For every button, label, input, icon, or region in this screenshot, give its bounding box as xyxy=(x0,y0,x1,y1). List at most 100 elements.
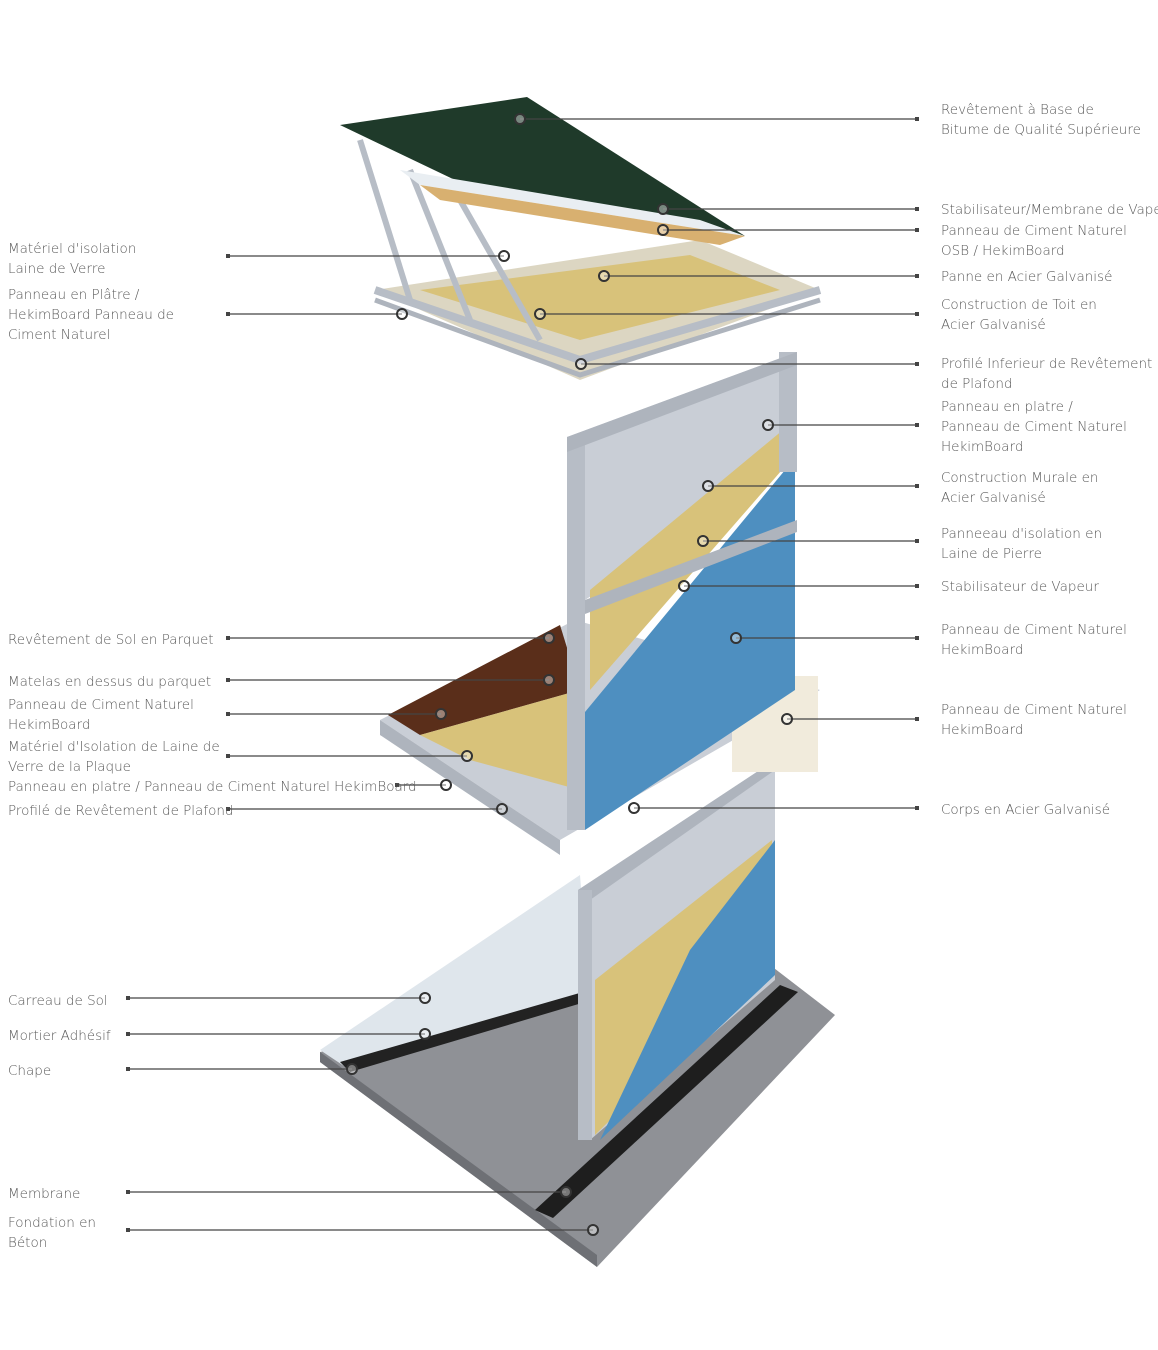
label-line: Profilé Inferieur de Revêtement xyxy=(941,356,1153,372)
leader-end-marker xyxy=(226,754,230,758)
leader-end-marker xyxy=(915,423,919,427)
leader-end-marker xyxy=(915,312,919,316)
leader-end-marker xyxy=(126,1228,130,1232)
right-callout-label: Construction Murale en Acier Galvanisé xyxy=(941,468,1099,508)
callout-point xyxy=(440,779,452,791)
left-callout-label: Matelas en dessus du parquet xyxy=(8,672,211,692)
label-line: Matelas en dessus du parquet xyxy=(8,674,212,690)
adhesive-mortar xyxy=(340,990,592,1072)
callout-point xyxy=(575,358,587,370)
callout-point xyxy=(534,308,546,320)
leader-end-marker xyxy=(915,636,919,640)
leader-end-marker xyxy=(126,1032,130,1036)
callout-point xyxy=(346,1063,358,1075)
label-line: HekimBoard xyxy=(941,642,1024,658)
callout-point xyxy=(657,224,669,236)
label-line: Laine de Verre xyxy=(8,261,106,277)
callout-point xyxy=(560,1186,572,1198)
left-callout-label: Fondation en Béton xyxy=(8,1213,96,1253)
leader-end-marker xyxy=(915,274,919,278)
label-line: Ciment Naturel xyxy=(8,327,111,343)
callout-point xyxy=(419,1028,431,1040)
right-callout-label: Stabilisateur de Vapeur xyxy=(941,577,1099,597)
callout-point xyxy=(678,580,690,592)
callout-point xyxy=(543,632,555,644)
callout-point xyxy=(598,270,610,282)
label-line: Béton xyxy=(8,1235,48,1251)
right-callout-label: Revêtement à Base de Bitume de Qualité Su… xyxy=(941,100,1141,140)
label-line: Acier Galvanisé xyxy=(941,317,1046,333)
leader-end-marker xyxy=(915,207,919,211)
right-callout-label: Panne en Acier Galvanisé xyxy=(941,267,1112,287)
label-line: Carreau de Sol xyxy=(8,993,108,1009)
leader-end-marker xyxy=(226,312,230,316)
floor-tile xyxy=(320,875,590,1070)
leader-end-marker xyxy=(915,117,919,121)
label-line: Stabilisateur de Vapeur xyxy=(941,579,1099,595)
label-line: Panneau de Ciment Naturel xyxy=(941,419,1127,435)
callout-point xyxy=(498,250,510,262)
label-line: Profilé de Revêtement de Plafond xyxy=(8,803,234,819)
leader-end-marker xyxy=(915,362,919,366)
label-line: Stabilisateur/Membrane de Vapeu xyxy=(941,202,1158,218)
right-callout-label: Stabilisateur/Membrane de Vapeu xyxy=(941,200,1158,220)
label-line: Panneau en platre / xyxy=(941,399,1073,415)
label-line: de Plafond xyxy=(941,376,1013,392)
label-line: Verre de la Plaque xyxy=(8,759,131,775)
leader-end-marker xyxy=(126,996,130,1000)
right-callout-label: Profilé Inferieur de Revêtement de Plafon… xyxy=(941,354,1152,394)
leader-end-marker xyxy=(226,712,230,716)
upper-wall xyxy=(567,352,797,830)
left-callout-label: Panneau en platre / Panneau de Ciment Na… xyxy=(8,777,417,797)
callout-point xyxy=(396,308,408,320)
label-line: Panneau de Ciment Naturel xyxy=(941,702,1127,718)
concrete-foundation xyxy=(320,875,835,1267)
label-line: Construction Murale en xyxy=(941,470,1099,486)
leader-end-marker xyxy=(226,254,230,258)
label-line: HekimBoard xyxy=(941,439,1024,455)
left-callout-label: Chape xyxy=(8,1061,51,1081)
label-line: Panne en Acier Galvanisé xyxy=(941,269,1113,285)
left-callout-label: Profilé de Revêtement de Plafond xyxy=(8,801,233,821)
label-line: HekimBoard xyxy=(8,717,91,733)
leader-end-marker xyxy=(395,783,399,787)
callout-point xyxy=(435,708,447,720)
callout-point xyxy=(730,632,742,644)
label-line: Membrane xyxy=(8,1186,81,1202)
label-line: Panneau de Ciment Naturel xyxy=(941,622,1127,638)
lower-wall xyxy=(578,760,775,1140)
callout-point xyxy=(781,713,793,725)
right-callout-label: Panneau en platre / Panneau de Ciment Nat… xyxy=(941,397,1127,457)
left-callout-label: Membrane xyxy=(8,1184,80,1204)
label-line: Chape xyxy=(8,1063,52,1079)
callout-point xyxy=(461,750,473,762)
leader-end-marker xyxy=(915,806,919,810)
left-callout-label: Carreau de Sol xyxy=(8,991,108,1011)
right-callout-label: Corps en Acier Galvanisé xyxy=(941,800,1110,820)
leader-end-marker xyxy=(226,807,230,811)
left-callout-label: Mortier Adhésif xyxy=(8,1026,111,1046)
label-line: Revêtement à Base de xyxy=(941,102,1094,118)
label-line: Acier Galvanisé xyxy=(941,490,1046,506)
leader-end-marker xyxy=(915,539,919,543)
label-line: Panneau en Plâtre / xyxy=(8,287,140,303)
label-line: Matériel d'Isolation de Laine de xyxy=(8,739,220,755)
callout-point xyxy=(496,803,508,815)
callout-point xyxy=(762,419,774,431)
callout-point xyxy=(419,992,431,1004)
label-line: Mortier Adhésif xyxy=(8,1028,111,1044)
label-line: OSB / HekimBoard xyxy=(941,243,1065,259)
left-callout-label: Panneau en Plâtre / HekimBoard Panneau de… xyxy=(8,285,174,345)
label-line: Fondation en xyxy=(8,1215,96,1231)
label-line: HekimBoard Panneau de xyxy=(8,307,174,323)
label-line: Bitume de Qualité Supérieure xyxy=(941,122,1141,138)
callout-point xyxy=(657,203,669,215)
leader-end-marker xyxy=(915,484,919,488)
